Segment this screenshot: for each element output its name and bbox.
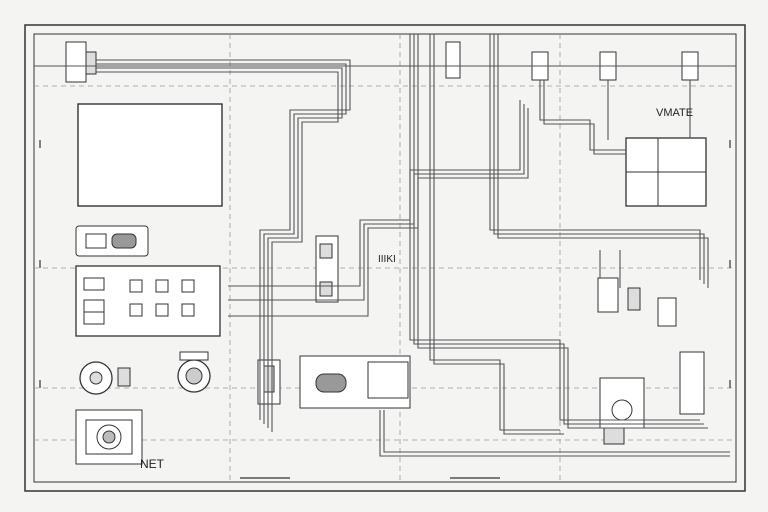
switch-module-bottom [319,281,333,297]
junction-meter [367,361,409,399]
net-label: NET [140,457,165,471]
relay-right [657,297,677,327]
vmate-label: VMATE [656,107,693,119]
display-panel [77,103,223,207]
toggle-switch-icon [75,225,149,257]
switch-module-top [319,243,333,259]
junction-switch [315,373,347,393]
terminal-right [679,351,705,415]
gear-icon [79,351,211,395]
outer-frame [24,24,746,492]
capacitor [597,277,619,313]
motor-rotor [611,399,633,421]
coil-label: IIIKI [378,254,396,265]
fuse [627,287,641,311]
inner-frame [33,33,737,483]
button-grid-icon [75,265,221,337]
top-connectors [445,41,699,81]
wire-bundles [34,34,730,457]
terminal-block-icon [65,41,97,83]
coil-icon [85,419,133,455]
motor-base [603,427,625,445]
frame-ticks [39,140,731,479]
